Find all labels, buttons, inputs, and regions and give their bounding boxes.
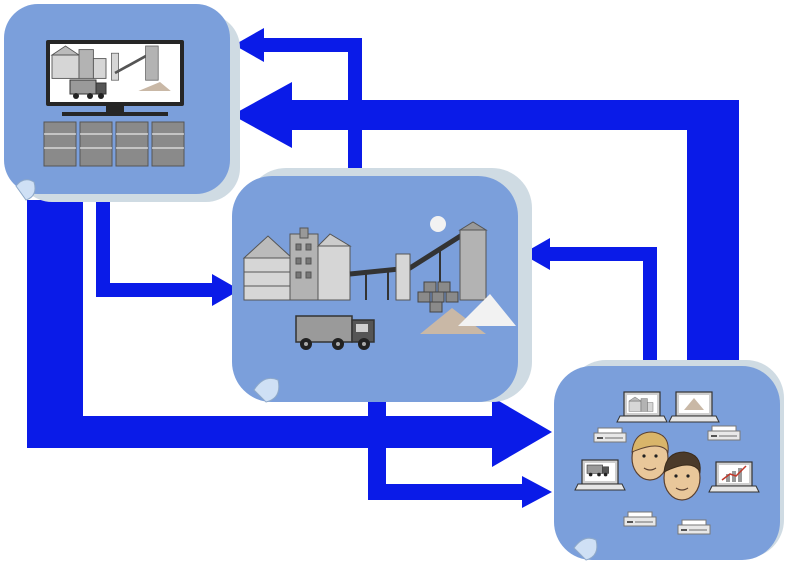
arrow-control-to-office	[27, 200, 552, 467]
snow-pile-icon	[458, 294, 516, 326]
printer-icon	[623, 511, 657, 527]
server-rack-icon	[43, 121, 185, 167]
laptop-icon	[574, 459, 626, 491]
printer-icon	[677, 519, 711, 535]
node-control-room	[4, 4, 240, 202]
page-curl	[573, 537, 598, 561]
moon-icon	[430, 216, 446, 232]
printer-icon	[593, 427, 627, 443]
laptop-icon	[668, 391, 720, 423]
arrow-plant-to-office	[368, 396, 552, 508]
node-office	[554, 360, 784, 561]
truck-icon	[69, 79, 107, 100]
block-pile-icon	[417, 281, 459, 313]
printer-icon	[707, 425, 741, 441]
plant-icon	[51, 45, 171, 91]
arrow-office-to-control	[232, 82, 739, 366]
arrow-office-to-plant	[522, 238, 657, 372]
person-icon	[631, 431, 669, 481]
node-plant	[232, 168, 532, 403]
page-curl	[253, 377, 280, 403]
page-curl	[15, 179, 36, 201]
arrows	[27, 28, 739, 508]
sand-pile-icon	[420, 308, 486, 334]
building-icon	[242, 227, 352, 301]
laptop-icon	[616, 391, 668, 423]
bar-chart-icon	[708, 461, 760, 493]
silo-icon	[395, 221, 488, 301]
arrow-control-to-plant	[96, 200, 240, 306]
person-icon	[663, 451, 701, 501]
truck-icon	[295, 315, 375, 350]
